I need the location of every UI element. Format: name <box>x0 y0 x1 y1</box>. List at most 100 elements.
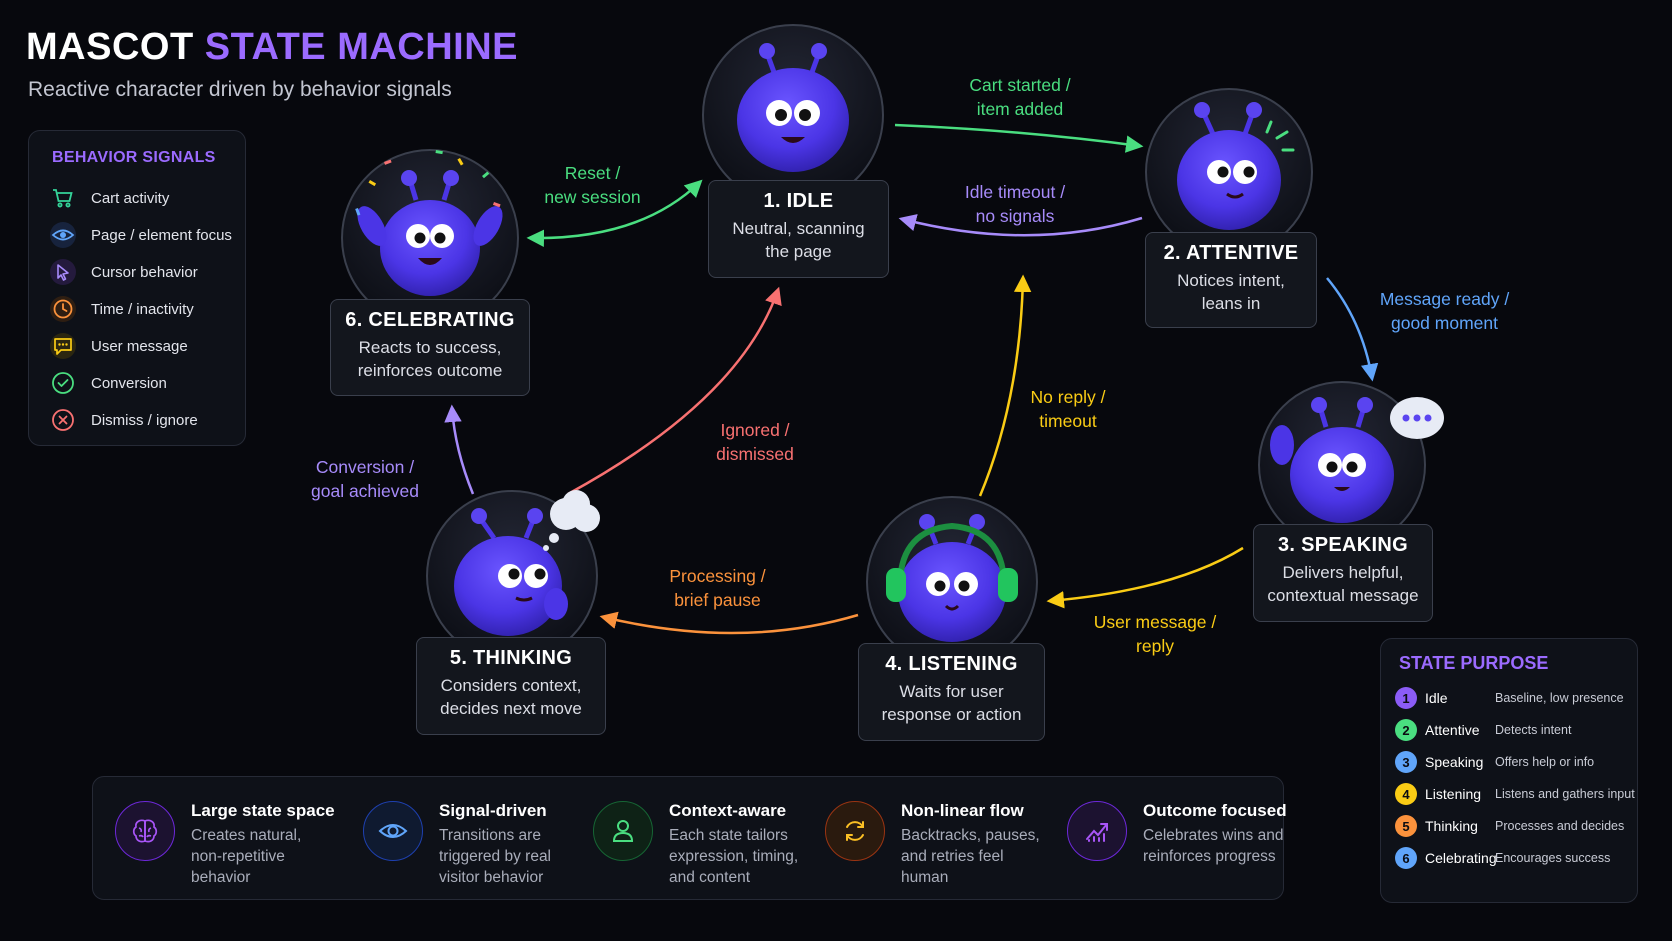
state-thinking[interactable]: 5. THINKING Considers context, decides ne… <box>416 637 606 735</box>
signal-label: Cursor behavior <box>91 263 198 281</box>
purpose-state-name: Idle <box>1425 690 1448 706</box>
purpose-state-name: Listening <box>1425 786 1482 802</box>
purpose-number-badge: 5 <box>1395 815 1417 837</box>
purpose-desc: Detects intent <box>1495 723 1572 737</box>
signal-item-cursor: Cursor behavior <box>49 257 198 287</box>
feature-title: Non-linear flow <box>901 801 1024 820</box>
state-desc-line1: Notices intent, <box>1177 271 1285 290</box>
state-purpose-panel: STATE PURPOSE 1 Idle Baseline, low prese… <box>1380 638 1638 903</box>
state-name: 3. SPEAKING <box>1278 534 1408 556</box>
feature-title: Large state space <box>191 801 335 820</box>
signal-label: Cart activity <box>91 189 170 207</box>
state-desc-line2: contextual message <box>1267 586 1419 605</box>
state-desc-line1: Neutral, scanning <box>732 219 865 238</box>
purpose-state-name: Speaking <box>1425 754 1484 770</box>
growth-chart-icon <box>1067 801 1127 861</box>
transition-label-user-message: User message /reply <box>1093 612 1217 656</box>
purpose-desc: Offers help or info <box>1495 755 1595 769</box>
mascot-listening <box>866 496 1038 668</box>
state-desc-line1: Delivers helpful, <box>1282 563 1404 582</box>
purpose-row-thinking: 5 Thinking Processes and decides <box>1395 813 1635 839</box>
state-desc-line2: reinforces outcome <box>357 361 503 380</box>
state-name: 4. LISTENING <box>885 653 1018 675</box>
purpose-desc: Listens and gathers input <box>1495 787 1635 801</box>
state-desc-line1: Reacts to success, <box>358 338 502 357</box>
state-desc-line2: leans in <box>1201 294 1261 313</box>
signal-item-user-message: User message <box>49 331 188 361</box>
page-subtitle: Reactive character driven by behavior si… <box>28 78 452 101</box>
signal-label: Page / element focus <box>91 226 232 244</box>
transition-label-reset: Reset /new session <box>544 163 641 207</box>
purpose-number-badge: 4 <box>1395 783 1417 805</box>
arrow-user-message <box>1046 546 1244 609</box>
purpose-row-listening: 4 Listening Listens and gathers input <box>1395 781 1635 807</box>
signal-label: Conversion <box>91 374 167 392</box>
signal-item-focus: Page / element focus <box>49 220 232 250</box>
purpose-row-idle: 1 Idle Baseline, low presence <box>1395 685 1635 711</box>
state-speaking[interactable]: 3. SPEAKING Delivers helpful, contextual … <box>1253 524 1433 622</box>
state-name: 6. CELEBRATING <box>345 309 515 331</box>
arrow-conversion <box>444 404 475 495</box>
purpose-desc: Encourages success <box>1495 851 1611 865</box>
signal-item-dismiss: Dismiss / ignore <box>49 405 198 435</box>
refresh-icon <box>825 801 885 861</box>
state-desc-line1: Waits for user <box>899 682 1004 701</box>
state-idle[interactable]: 1. IDLE Neutral, scanning the page <box>708 180 889 278</box>
signal-label: Time / inactivity <box>91 300 194 318</box>
x-circle-icon <box>49 406 77 434</box>
cart-icon <box>49 184 77 212</box>
purpose-desc: Processes and decides <box>1495 819 1625 833</box>
mascot-speaking <box>1258 381 1444 549</box>
state-name: 1. IDLE <box>763 190 834 212</box>
behavior-signals-panel: BEHAVIOR SIGNALS Cart activity Page / el… <box>28 130 246 446</box>
mascot-idle <box>702 24 884 206</box>
state-desc-line1: Considers context, <box>440 676 582 695</box>
user-icon <box>593 801 653 861</box>
signal-label: User message <box>91 337 188 355</box>
purpose-number-badge: 6 <box>1395 847 1417 869</box>
state-desc-line2: the page <box>765 242 832 261</box>
feature-title: Signal-driven <box>439 801 547 820</box>
arrow-ignored <box>567 286 782 496</box>
check-circle-icon <box>49 369 77 397</box>
transition-label-ignored: Ignored /dismissed <box>716 420 794 464</box>
purpose-row-speaking: 3 Speaking Offers help or info <box>1395 749 1635 775</box>
signal-item-conversion: Conversion <box>49 368 167 398</box>
transition-label-cart: Cart started /item added <box>969 75 1071 119</box>
mascot-attentive <box>1145 88 1313 256</box>
feature-title: Outcome focused <box>1143 801 1287 820</box>
state-desc-line2: response or action <box>881 705 1022 724</box>
signal-label: Dismiss / ignore <box>91 411 198 429</box>
title-part-1: MASCOT <box>26 26 194 68</box>
purpose-number-badge: 2 <box>1395 719 1417 741</box>
state-name: 5. THINKING <box>449 647 573 669</box>
transition-label-processing: Processing /brief pause <box>669 566 766 610</box>
state-desc-line2: decides next move <box>440 699 582 718</box>
mascot-celebrating <box>341 149 519 327</box>
purpose-state-name: Attentive <box>1425 722 1480 738</box>
arrow-idle-timeout <box>898 214 1143 237</box>
cursor-icon <box>49 258 77 286</box>
eye-icon <box>49 221 77 249</box>
signal-item-cart: Cart activity <box>49 183 169 213</box>
state-celebrating[interactable]: 6. CELEBRATING Reacts to success, reinfor… <box>330 299 530 396</box>
purpose-number-badge: 1 <box>1395 687 1417 709</box>
features-bar: Large state space Creates natural,non-re… <box>92 776 1287 900</box>
state-attentive[interactable]: 2. ATTENTIVE Notices intent,leans in <box>1145 232 1317 328</box>
chat-icon <box>49 332 77 360</box>
eye-icon <box>363 801 423 861</box>
arrow-reset <box>526 179 703 247</box>
purpose-row-celebrating: 6 Celebrating Encourages success <box>1395 845 1635 871</box>
behavior-signals-title: BEHAVIOR SIGNALS <box>52 149 216 166</box>
purpose-state-name: Thinking <box>1425 818 1478 834</box>
state-listening[interactable]: 4. LISTENING Waits for user response or a… <box>858 643 1045 741</box>
purpose-row-attentive: 2 Attentive Detects intent <box>1395 717 1635 743</box>
transition-label-idle-timeout: Idle timeout /no signals <box>964 182 1066 226</box>
clock-icon <box>49 295 77 323</box>
arrow-processing <box>599 611 859 635</box>
